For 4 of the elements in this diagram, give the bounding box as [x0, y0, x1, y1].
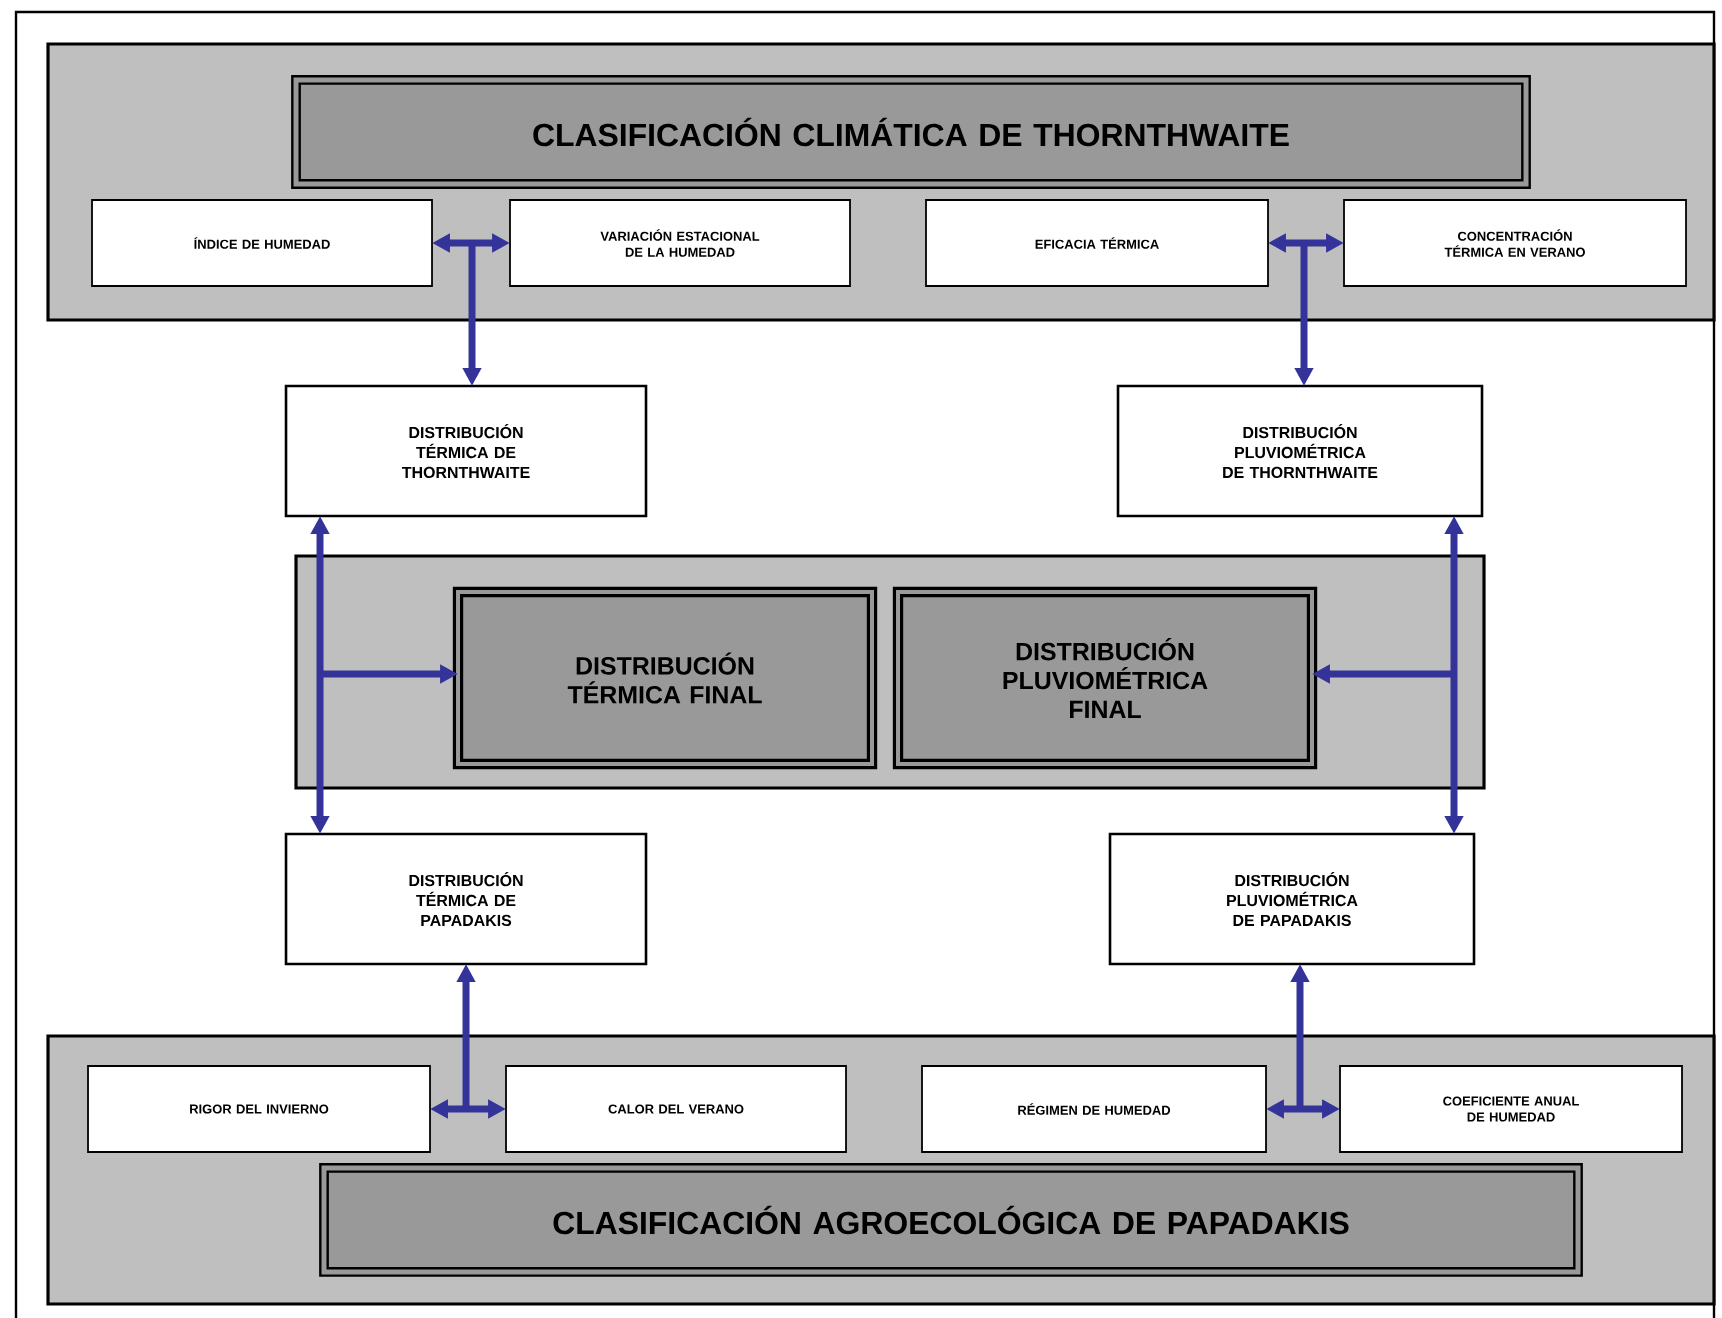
title-box: CLASIFICACIÓN AGROECOLÓGICA DE PAPADAKIS: [319, 1163, 1583, 1277]
final-box: DISTRIBUCIÓN TÉRMICA FINAL: [452, 586, 878, 770]
final-box: DISTRIBUCIÓN PLUVIOMÉTRICA FINAL: [892, 586, 1318, 770]
title-box: CLASIFICACIÓN CLIMÁTICA DE THORNTHWAITE: [291, 75, 1531, 189]
